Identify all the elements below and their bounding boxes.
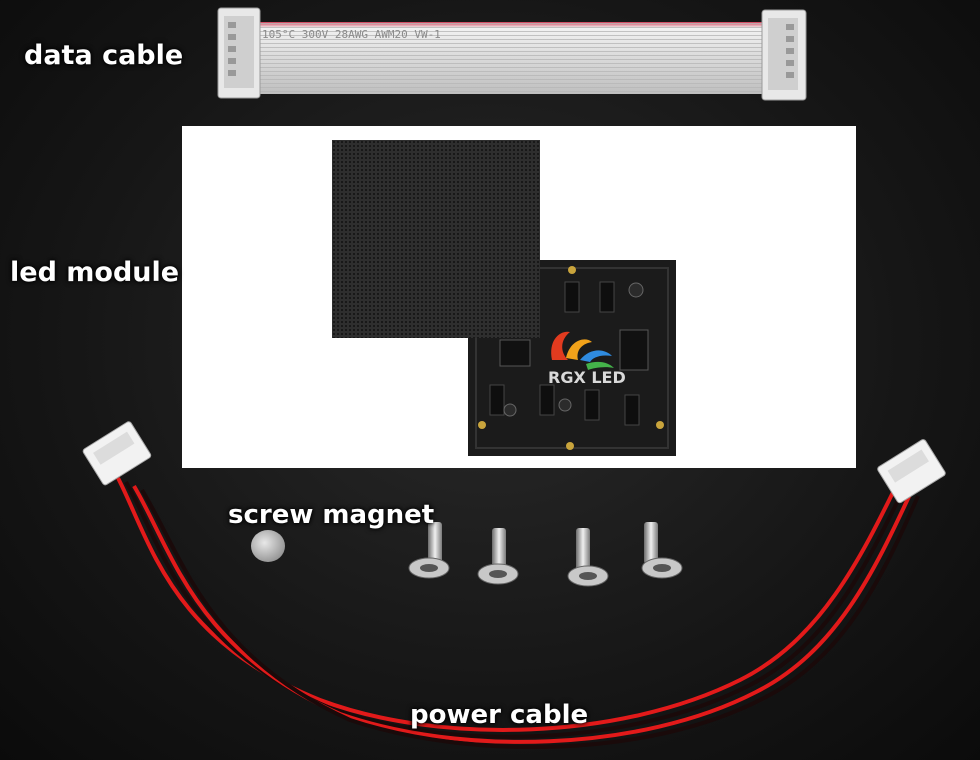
brand-logo-text: RGX LED [548, 368, 626, 387]
brand-logo [551, 331, 614, 370]
power-wire-black-1 [124, 481, 908, 739]
power-wire-red-2 [132, 484, 914, 744]
power-connector-right [877, 439, 946, 504]
screw-3 [567, 528, 609, 587]
label-data-cable: data cable [24, 40, 184, 71]
label-power-cable: power cable [410, 700, 589, 730]
led-module-front [332, 140, 540, 338]
screw-2 [477, 528, 519, 585]
power-wire-black-2 [140, 488, 920, 750]
power-connector-left [82, 421, 152, 486]
ribbon-connector-left [217, 7, 261, 99]
screw-1 [408, 522, 450, 579]
power-wire-red-1 [116, 477, 902, 732]
ribbon-ribs [238, 22, 778, 94]
magnet-disc [251, 530, 285, 562]
screw-4 [641, 522, 683, 579]
ribbon-connector-right [761, 9, 807, 101]
label-screw-magnet: screw magnet [228, 500, 435, 530]
ribbon-print: 105°C 300V 28AWG AWM20 VW-1 [262, 28, 441, 41]
label-led-module: led module [10, 257, 180, 288]
